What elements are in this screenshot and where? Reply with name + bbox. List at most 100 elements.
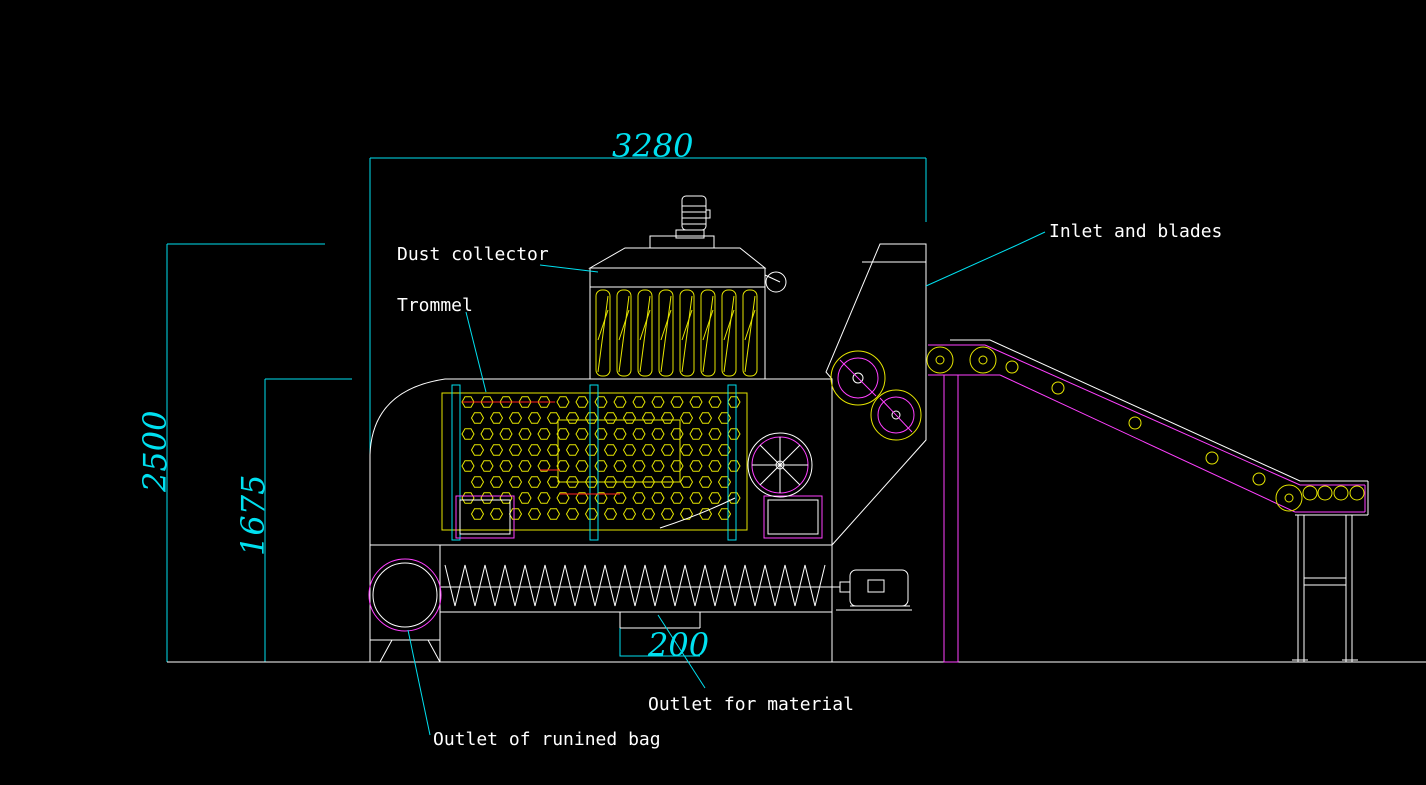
label-outlet-of-ruined-bag: Outlet of runined bag [433,729,661,750]
filter-bags [595,289,758,377]
hex-hole [698,508,713,520]
hex-hole [565,476,580,488]
hex-hole [651,396,665,408]
belt-conveyor [926,339,1369,663]
screw-conveyor [368,558,912,632]
label-dust-collector: Dust collector [397,244,549,265]
hex-hole [679,412,694,424]
hex-hole [546,412,561,424]
hex-screen [461,396,741,520]
hex-hole [641,508,656,520]
hex-hole [651,428,665,440]
hex-hole [603,412,618,424]
screw-motor [836,569,912,611]
hex-hole [461,492,475,504]
hex-hole [632,492,646,504]
hex-hole [594,492,608,504]
hex-hole [508,476,523,488]
label-outlet-for-material: Outlet for material [648,694,854,715]
hex-hole [461,428,475,440]
label-inlet-and-blades: Inlet and blades [1049,221,1222,242]
hex-hole [527,508,542,520]
trommel [441,384,823,541]
hex-hole [679,508,694,520]
dust-collector [588,195,787,380]
hex-hole [632,428,646,440]
hex-hole [499,460,513,472]
hex-hole [660,412,675,424]
hex-hole [708,460,722,472]
hex-hole [717,508,732,520]
hex-hole [489,412,504,424]
hex-hole [556,428,570,440]
hex-hole [518,492,532,504]
hex-hole [670,492,684,504]
hex-hole [546,508,561,520]
hex-hole [641,476,656,488]
hex-hole [537,428,551,440]
hex-hole [556,396,570,408]
hex-hole [689,460,703,472]
hex-hole [641,412,656,424]
hex-hole [489,508,504,520]
hex-hole [584,476,599,488]
hex-hole [584,412,599,424]
hex-hole [470,476,485,488]
dim-outlet-width: 200 [647,626,709,664]
dim-overall-width: 3280 [612,127,693,165]
hex-hole [622,476,637,488]
hex-hole [489,476,504,488]
hex-hole [480,460,494,472]
hex-hole [594,396,608,408]
hex-hole [632,460,646,472]
hex-hole [594,428,608,440]
hex-hole [603,444,618,456]
hex-hole [546,476,561,488]
hex-hole [584,444,599,456]
hex-hole [698,444,713,456]
hex-hole [622,412,637,424]
hex-hole [651,492,665,504]
hex-hole [660,508,675,520]
hex-hole [727,396,741,408]
hex-hole [717,412,732,424]
hex-hole [670,428,684,440]
hex-hole [727,460,741,472]
hex-hole [689,492,703,504]
hex-hole [537,460,551,472]
hex-hole [527,412,542,424]
hex-hole [708,492,722,504]
hex-hole [698,476,713,488]
hex-hole [622,444,637,456]
hex-hole [717,476,732,488]
hex-hole [508,444,523,456]
hex-hole [480,492,494,504]
machine-body [369,378,833,663]
hex-hole [470,508,485,520]
hex-hole [527,444,542,456]
hex-hole [603,508,618,520]
hex-hole [708,396,722,408]
hex-hole [499,428,513,440]
hex-hole [689,396,703,408]
hex-hole [575,460,589,472]
hex-hole [613,492,627,504]
hex-hole [518,428,532,440]
hex-hole [679,476,694,488]
hex-hole [489,444,504,456]
hex-hole [727,428,741,440]
hex-hole [556,460,570,472]
hex-hole [546,444,561,456]
hex-hole [537,492,551,504]
hex-hole [470,412,485,424]
hex-hole [689,428,703,440]
hex-hole [508,508,523,520]
hex-hole [632,396,646,408]
hex-hole [698,412,713,424]
hex-hole [461,460,475,472]
hex-hole [565,412,580,424]
hex-hole [575,396,589,408]
hex-hole [670,460,684,472]
hex-hole [641,444,656,456]
label-trommel: Trommel [397,295,473,316]
